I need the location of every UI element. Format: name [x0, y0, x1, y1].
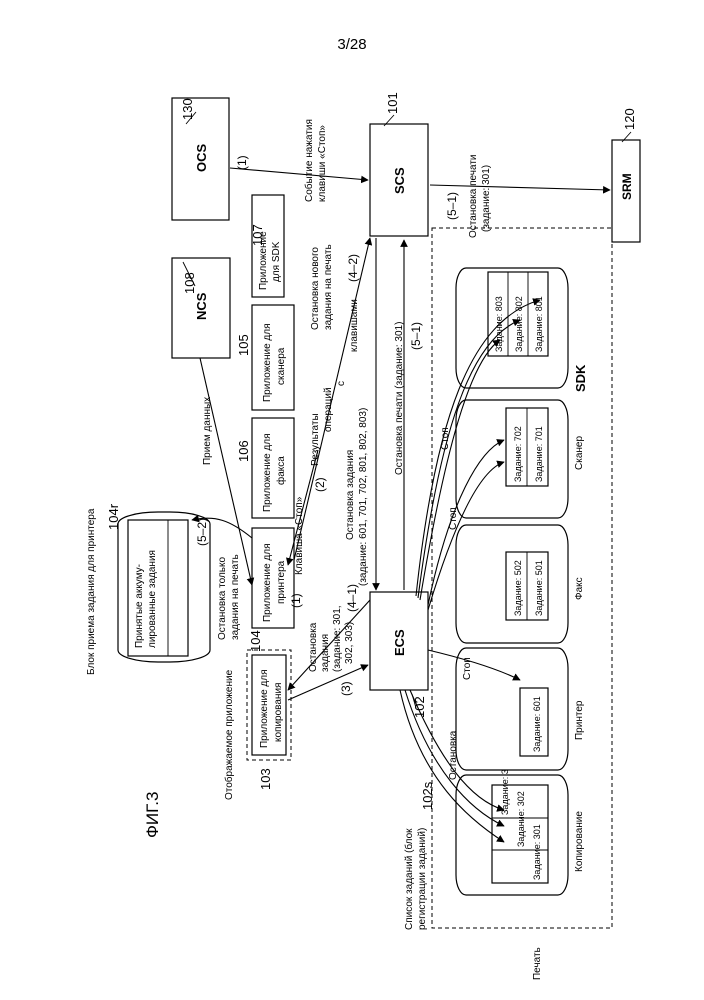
job-list-line2: регистрации заданий) [417, 828, 428, 930]
stack-name: Сканер [574, 436, 585, 470]
srm-name: SRM [620, 173, 634, 200]
scanner-app-line2: сканера [276, 347, 287, 385]
stop-job-303-line2: задания [320, 634, 331, 672]
sdk-app-ref: 107 [250, 224, 265, 246]
job-stack-fax: Задание: 502 Задание: 501 Факс [456, 525, 585, 643]
job-cell: Задание: 802 [514, 296, 524, 352]
stop-new-job-line1: Остановка нового [310, 247, 321, 330]
ncs-name: NCS [194, 292, 209, 320]
step-5-1-top: (5–1) [445, 192, 459, 220]
accumulated-line1: Принятые аккуму- [134, 564, 145, 648]
stop-print-top-line1: Остановка печати [468, 154, 479, 238]
ocs-name: OCS [194, 144, 209, 173]
results-line3: с [336, 381, 347, 386]
printer-job-receiver-label: Блок приема задания для принтера [86, 508, 97, 675]
srm-block: SRM [612, 140, 640, 242]
accumulated-line2: лированные задания [147, 550, 158, 648]
scanner-app-block: Приложение для сканера [252, 305, 294, 410]
stop-new-job-line2: задания на печать [323, 244, 334, 330]
job-cell: Задание: 701 [534, 426, 544, 482]
stop-key-event-line2: клавиши «Стоп» [317, 125, 328, 202]
scs-name: SCS [392, 167, 407, 194]
step-1-left: (1) [289, 593, 303, 608]
job-cell: Задание: 601 [532, 696, 542, 752]
stop-job-303-line4: 302, 303) [344, 622, 355, 664]
stack-name: Принтер [574, 700, 585, 740]
printer-app-line1: Приложение для [262, 543, 273, 622]
scs-ref: 101 [385, 92, 400, 114]
stop-arrow-label: Остановка [448, 730, 459, 780]
ecs-name: ECS [392, 629, 407, 656]
stack-name: Факс [574, 577, 585, 600]
copy-app-ref: 103 [258, 768, 273, 790]
sdk-app-line2: для SDK [271, 241, 282, 282]
stop-print-mid: Остановка печати (задание: 301) [394, 322, 405, 475]
fax-app-block: Приложение для факса [252, 418, 294, 518]
stop-label-printer: Стоп [462, 657, 473, 680]
stop-job-303-line3: (задание: 301, [332, 605, 343, 672]
fax-app-line2: факса [275, 456, 287, 485]
job-cell: Задание: 702 [513, 426, 523, 482]
job-cell: Задание: 801 [534, 296, 544, 352]
stop-key-event-line1: Событие нажатия [303, 119, 315, 202]
receive-data-label: Прием данных [202, 397, 213, 465]
job-list-line1: Список заданий (блок [403, 828, 415, 930]
stop-jobs-line2: (задание: 601, 701, 702, 801, 802, 803) [358, 408, 369, 586]
step-5-2: (5–2) [195, 518, 209, 546]
stop-job-303-line1: Остановка [308, 622, 319, 672]
stop-key-label: Клавиша «Стоп» [294, 496, 305, 575]
step-5-1-mid: (5–1) [409, 322, 423, 350]
ecs-block: ECS [370, 592, 428, 690]
step-1-top: (1) [235, 155, 249, 170]
job-list-ref: 102s [420, 781, 435, 810]
job-cell: Задание: 301 [532, 824, 542, 880]
stop-only-print-line1: Остановка только [217, 557, 228, 640]
job-cell: Задание: 501 [534, 560, 544, 616]
fax-app-ref: 106 [236, 440, 251, 462]
srm-ref: 120 [622, 108, 637, 130]
ocs-ref: 130 [180, 98, 195, 120]
job-cell: Задание: 502 [513, 560, 523, 616]
step-4-1: (4–1) [345, 584, 359, 612]
step-3: (3) [339, 681, 353, 696]
printer-app-block: Приложение для принтера [252, 528, 294, 628]
copy-app-line1: Приложение для [259, 669, 270, 748]
job-stack-scanner: Задание: 702 Задание: 701 Сканер [456, 400, 585, 518]
scs-block: SCS [370, 124, 428, 236]
stop-print-top-line2: (задание: 301) [481, 165, 492, 232]
results-line2: операций [323, 387, 334, 432]
scanner-app-ref: 105 [236, 334, 251, 356]
displayed-app-label: Отображаемое приложение [223, 669, 235, 800]
stack-name: Копирование [574, 811, 585, 872]
printer-app-ref: 104 [248, 630, 263, 652]
event-arrow [230, 168, 368, 180]
step-4-2: (4–2) [346, 254, 360, 282]
scs-to-srm-arrow [430, 185, 610, 190]
figure-label: ФИГ.3 [143, 792, 162, 838]
ncs-block: NCS [172, 258, 230, 358]
stop-jobs-line1: Остановка задания [345, 450, 356, 540]
sdk-label: SDK [573, 364, 588, 392]
results-line4: клавишами [349, 299, 360, 352]
step-2: (2) [313, 477, 327, 492]
copy-app-line2: копирования [273, 683, 284, 742]
scanner-app-line1: Приложение для [262, 323, 273, 402]
job-cell: Задание: 302 [516, 791, 526, 847]
job-stack-copy: Задание: 303 Задание: 302 Задание: 301 К… [456, 759, 585, 895]
stop-label-scanner-1: Стоп [448, 507, 459, 530]
print-label: Печать [532, 947, 543, 980]
stop-only-print-line2: задания на печать [230, 554, 241, 640]
copy-app-block: Приложение для копирования [252, 655, 286, 755]
fax-app-line1: Приложение для [262, 433, 273, 512]
job-stack-printer: Задание: 601 Принтер [456, 648, 585, 770]
printer-app-line2: принтера [276, 560, 287, 604]
